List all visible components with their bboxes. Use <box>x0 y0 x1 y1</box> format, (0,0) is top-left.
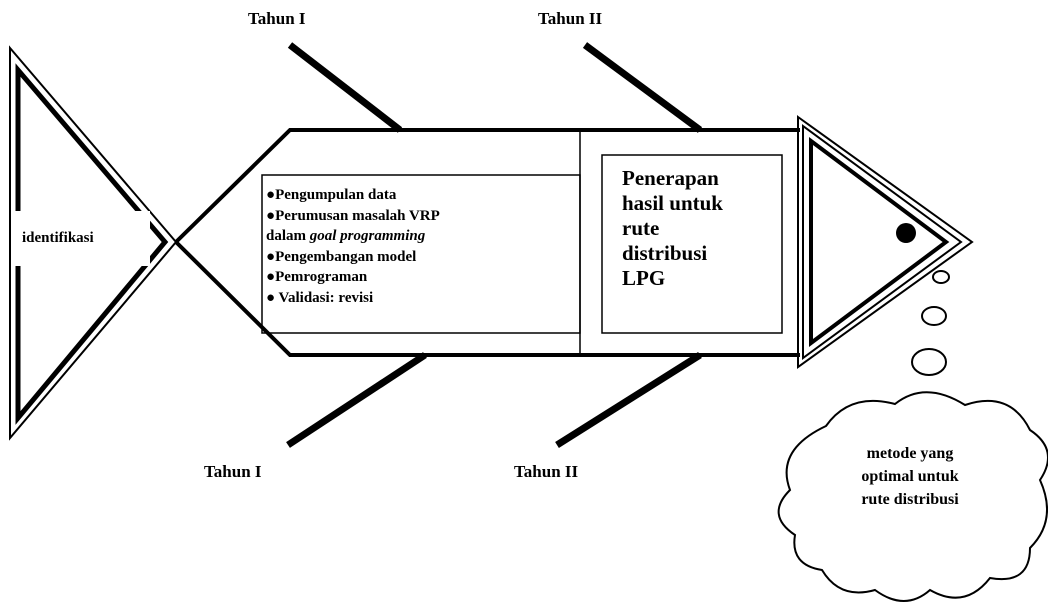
steps-list: ●Pengumpulan data ●Perumusan masalah VRP… <box>266 185 582 308</box>
year-label-top-right: Tahun II <box>538 9 603 28</box>
year-label-bottom-left: Tahun I <box>204 462 262 481</box>
year-label-bottom-right: Tahun II <box>514 462 579 481</box>
bone-bottom-right <box>555 352 702 448</box>
identification-text: identifikasi <box>22 230 94 246</box>
bone-bottom-left <box>286 352 427 448</box>
thought-cloud <box>777 391 1048 602</box>
head-shape <box>797 115 974 369</box>
result-line: distribusi <box>622 241 708 265</box>
bone-top-left <box>287 42 403 133</box>
step-item: ● Validasi: revisi <box>266 288 582 309</box>
bullet-icon: ● <box>266 289 279 306</box>
cloud-text: metode yang optimal untuk rute distribus… <box>810 442 1010 511</box>
cloud-line: rute distribusi <box>861 491 959 508</box>
bullet-icon: ● <box>266 269 276 285</box>
bullet-icon: ● <box>266 207 276 224</box>
result-line: rute <box>622 216 660 240</box>
cloud-line: metode yang <box>866 445 954 462</box>
result-box <box>601 154 783 334</box>
step-text: Validasi: revisi <box>278 289 374 306</box>
bullet-icon: ● <box>266 248 276 265</box>
step-text: Pemrograman <box>275 269 368 285</box>
step-text: dalam <box>266 228 310 244</box>
bubble-small <box>932 270 950 284</box>
step-item: ●Perumusan masalah VRP <box>266 206 582 227</box>
step-item: ●Pemrograman <box>266 267 582 288</box>
bubbles <box>911 270 950 376</box>
year-label-top-left: Tahun I <box>248 9 306 28</box>
bone-top-right <box>582 42 703 133</box>
bullet-icon: ● <box>266 187 276 203</box>
step-text: Pengumpulan data <box>275 187 397 203</box>
step-item: dalam goal programming <box>266 226 582 247</box>
step-item: ●Pengumpulan data <box>266 185 582 206</box>
result-line: Penerapan <box>622 166 719 190</box>
step-italic-text: goal programming <box>309 228 426 244</box>
fish-bones <box>286 42 703 448</box>
result-line: LPG <box>622 266 666 290</box>
bubble-large <box>911 348 947 376</box>
result-line: hasil untuk <box>622 191 723 215</box>
step-item: ●Pengembangan model <box>266 247 582 268</box>
bubble-medium <box>921 306 947 326</box>
cloud-line: optimal untuk <box>861 468 959 485</box>
fish-eye <box>896 223 916 243</box>
steps-box <box>261 174 581 334</box>
step-text: Perumusan masalah VRP <box>275 207 440 224</box>
identification-label: identifikasi <box>14 211 150 266</box>
step-text: Pengembangan model <box>275 248 417 265</box>
result-text: Penerapan hasil untuk rute distribusi LP… <box>622 166 792 291</box>
